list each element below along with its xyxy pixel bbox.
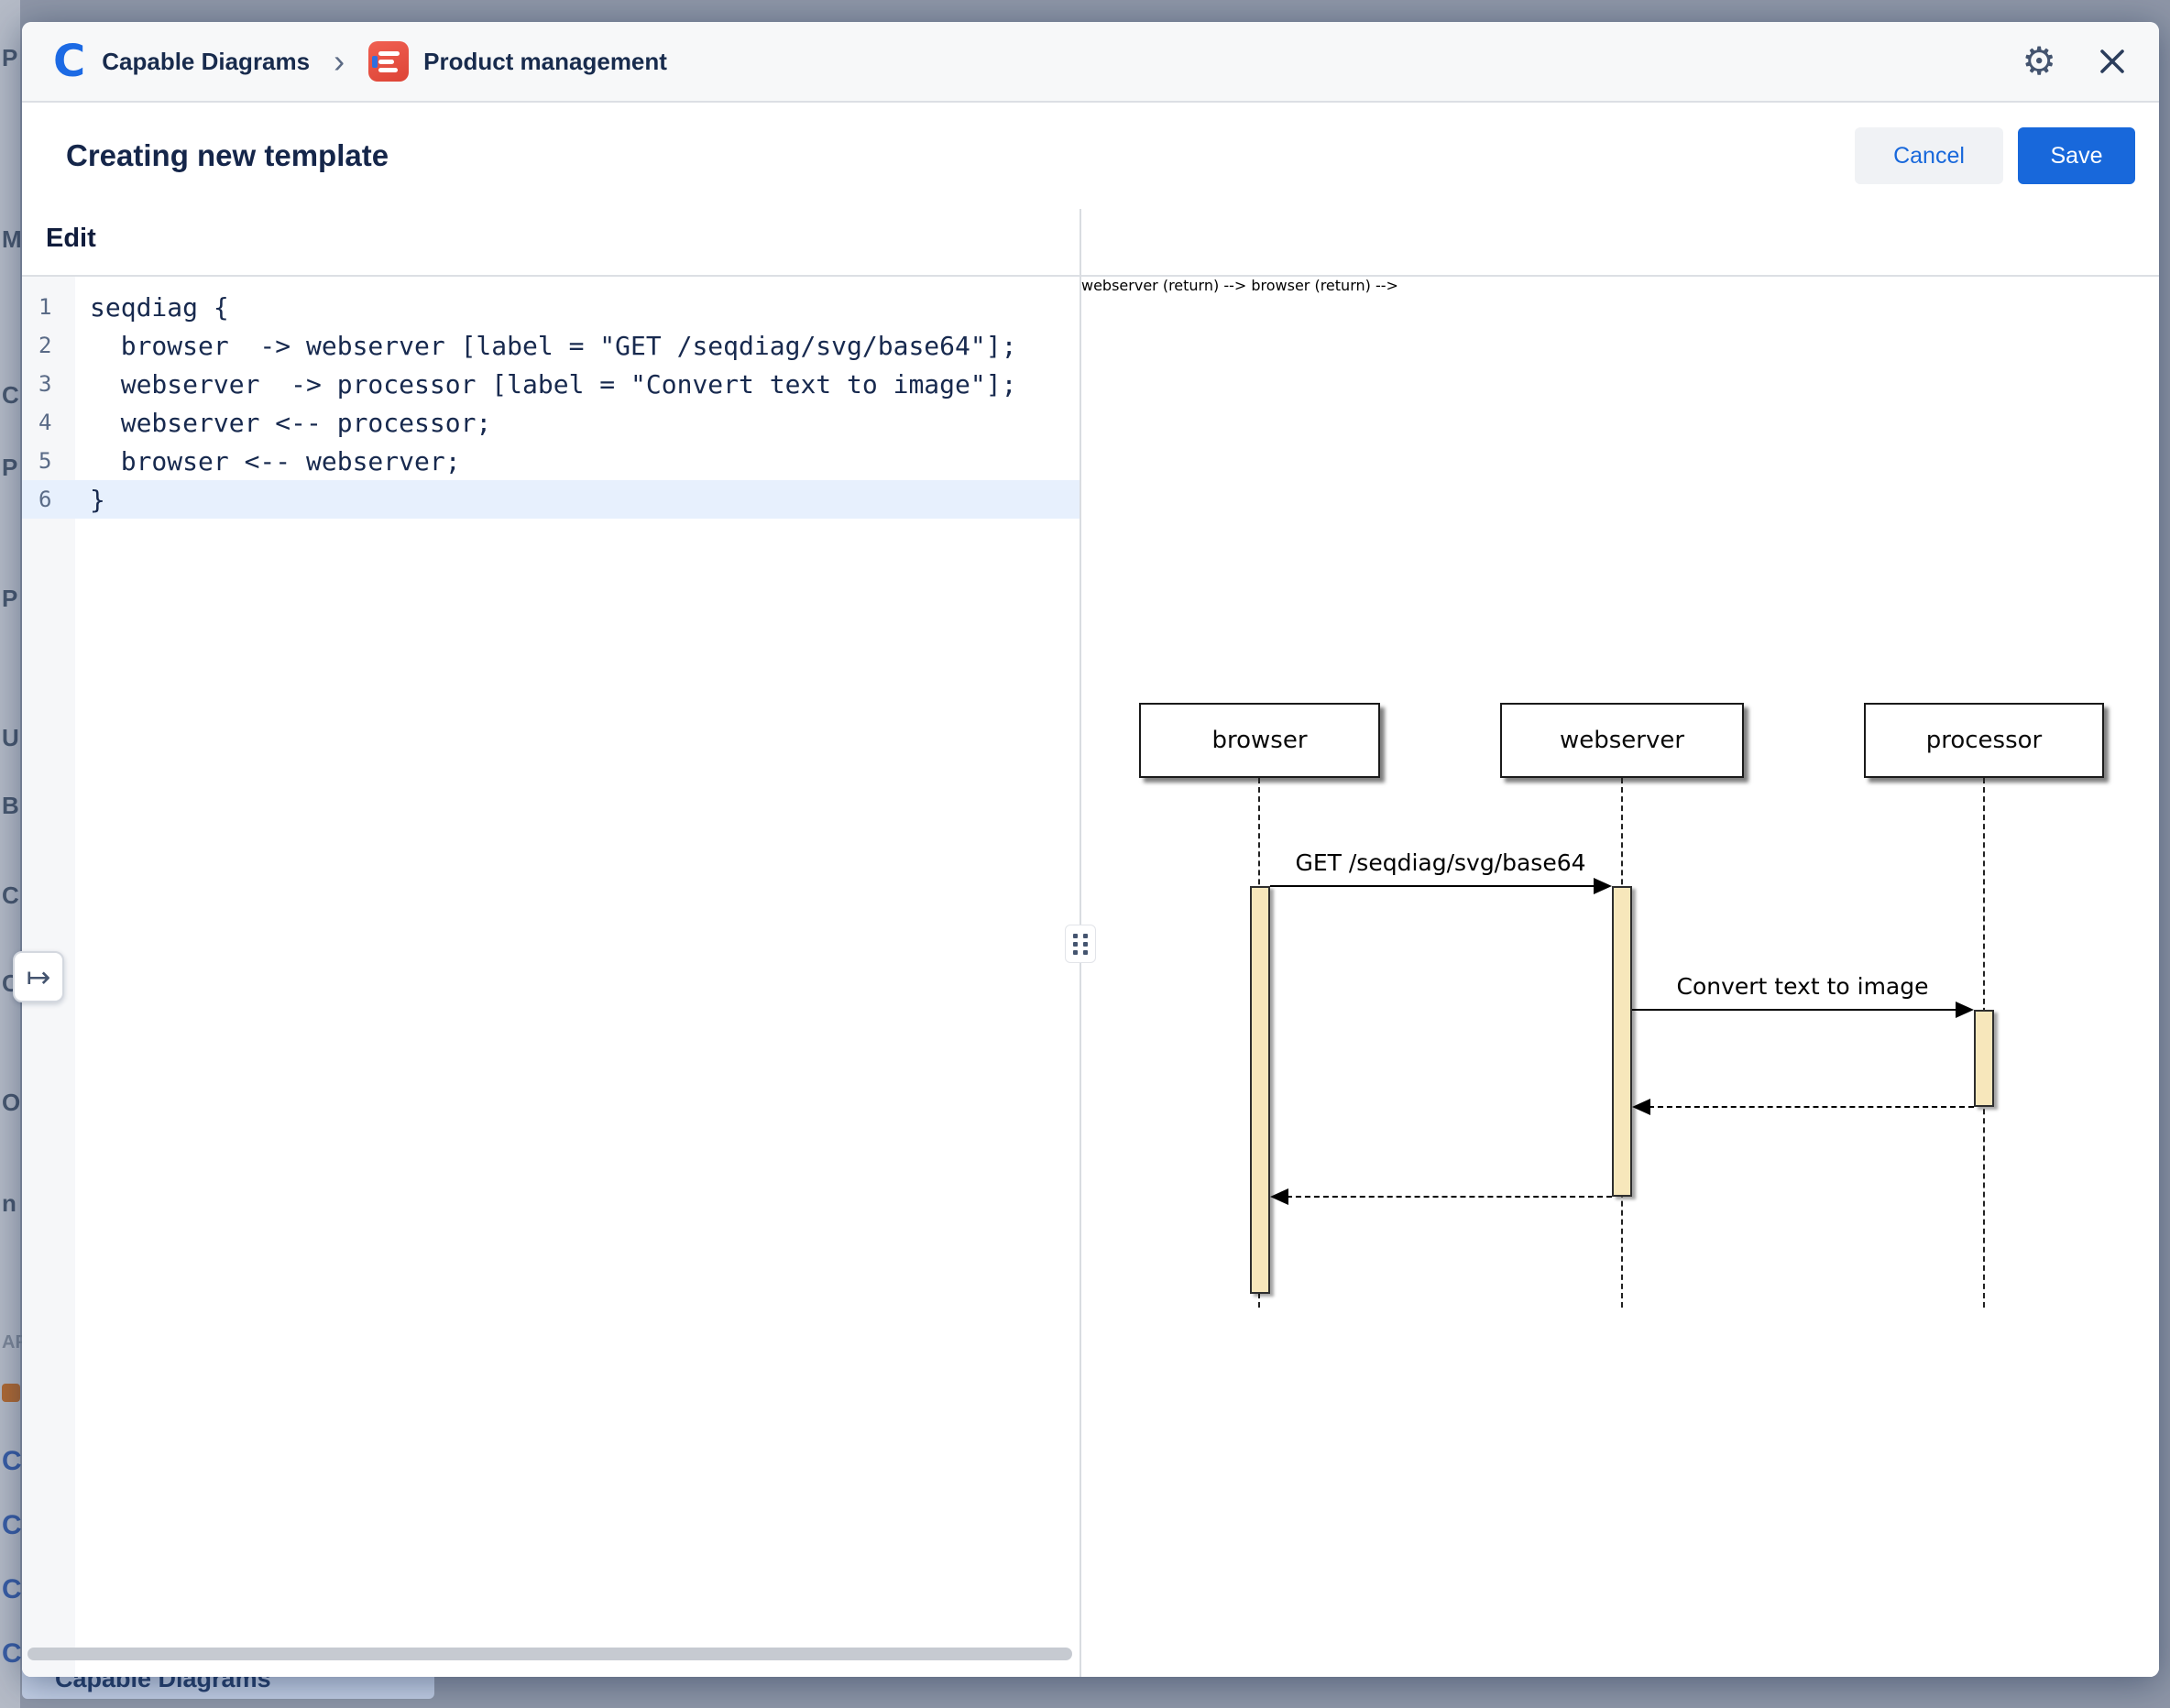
arrowhead-left-icon (1270, 1188, 1288, 1205)
bg-rail-letter: B (2, 794, 19, 817)
bg-rail-letter: P (2, 46, 17, 70)
return-arrow-line (1287, 1196, 1612, 1198)
bg-rail-letter: C (2, 1576, 22, 1604)
code-line[interactable]: 5 browser <-- webserver; (22, 442, 1080, 480)
actor-label: browser (1211, 727, 1307, 754)
message-arrow-line (1270, 885, 1596, 887)
actor-box-webserver: webserver (1500, 703, 1744, 778)
line-number: 6 (22, 487, 75, 512)
save-button[interactable]: Save (2018, 127, 2135, 184)
bg-rail-letter: C (2, 1640, 22, 1668)
header-actions: ⚙ (2022, 42, 2128, 81)
line-number: 4 (22, 410, 75, 435)
title-bar: Creating new template Cancel Save (22, 103, 2159, 209)
page-title: Creating new template (66, 138, 389, 173)
line-number: 5 (22, 448, 75, 474)
arrowhead-right-icon (1594, 878, 1612, 894)
edit-pane-title: Edit (46, 224, 96, 254)
code-line[interactable]: 1 seqdiag { (22, 288, 1080, 326)
bg-rail-letter: U (2, 726, 19, 750)
modal-header: C Capable Diagrams › Product management … (22, 22, 2159, 103)
actor-label: processor (1926, 727, 2043, 754)
code-line[interactable]: 4 webserver <-- processor; (22, 403, 1080, 442)
editor-horizontal-scrollbar[interactable] (27, 1648, 1072, 1660)
breadcrumb-page-name[interactable]: Product management (423, 48, 667, 76)
actor-label: webserver (1560, 727, 1684, 754)
return-arrow-line (1649, 1106, 1974, 1108)
actor-box-processor: processor (1864, 703, 2104, 778)
breadcrumb-app-name[interactable]: Capable Diagrams (102, 48, 310, 76)
code-text: webserver <-- processor; (75, 408, 491, 438)
close-icon[interactable] (2097, 46, 2128, 77)
activation-bar-browser (1250, 886, 1270, 1294)
arrowhead-left-icon (1632, 1099, 1650, 1115)
activation-bar-processor (1974, 1010, 1994, 1107)
bg-rail-orange-icon (2, 1384, 20, 1402)
capable-diagrams-logo-icon: C (53, 39, 85, 83)
bg-rail-letter: C (2, 1448, 22, 1475)
bg-rail-letter: C (2, 1512, 22, 1539)
bg-rail-letter: P (2, 455, 17, 479)
page-icon (368, 41, 409, 82)
line-number: 3 (22, 371, 75, 397)
bg-rail-letter: n (2, 1191, 16, 1215)
action-buttons: Cancel Save (1855, 127, 2135, 184)
bg-rail-letter: M (2, 227, 22, 251)
bg-rail-letter: P (2, 586, 17, 610)
message-label: GET /seqdiag/svg/base64 (1295, 849, 1585, 876)
expand-arrow-icon: ↦ (27, 959, 51, 994)
chevron-right-icon: › (334, 45, 345, 78)
line-number: 2 (22, 333, 75, 358)
actor-box-browser: browser (1139, 703, 1380, 778)
code-line[interactable]: 2 browser -> webserver [label = "GET /se… (22, 326, 1080, 365)
pane-headers: Edit Preview (22, 209, 2159, 277)
bg-rail: PMCPPUBCCOnAPCCCC (0, 0, 20, 1708)
sidebar-expand-button[interactable]: ↦ (13, 951, 64, 1002)
arrowhead-right-icon (1956, 1002, 1974, 1018)
code-line-active[interactable]: 6 } (22, 480, 1080, 519)
code-text: browser -> webserver [label = "GET /seqd… (75, 331, 1016, 361)
code-editor[interactable]: 1 seqdiag { 2 browser -> webserver [labe… (22, 277, 1080, 1677)
code-text: seqdiag { (75, 292, 229, 323)
cancel-button[interactable]: Cancel (1855, 127, 2003, 184)
code-rows: 1 seqdiag { 2 browser -> webserver [labe… (22, 288, 1080, 519)
diagram-preview: browser webserver processor GET /seqdiag… (1081, 277, 2159, 1677)
template-editor-modal: C Capable Diagrams › Product management … (22, 22, 2159, 1677)
settings-gear-icon[interactable]: ⚙ (2022, 42, 2056, 81)
code-line[interactable]: 3 webserver -> processor [label = "Conve… (22, 365, 1080, 403)
code-text: webserver -> processor [label = "Convert… (75, 369, 1016, 400)
pane-drag-handle-icon[interactable] (1065, 925, 1096, 963)
line-number: 1 (22, 294, 75, 320)
message-label: Convert text to image (1677, 973, 1929, 1000)
bg-rail-letter: C (2, 883, 19, 907)
bg-rail-letter: C (2, 383, 19, 407)
bg-rail-letter: O (2, 1090, 20, 1114)
code-text: } (75, 485, 105, 515)
code-text: browser <-- webserver; (75, 446, 461, 476)
activation-bar-webserver (1612, 886, 1632, 1197)
message-arrow-line (1632, 1009, 1958, 1011)
